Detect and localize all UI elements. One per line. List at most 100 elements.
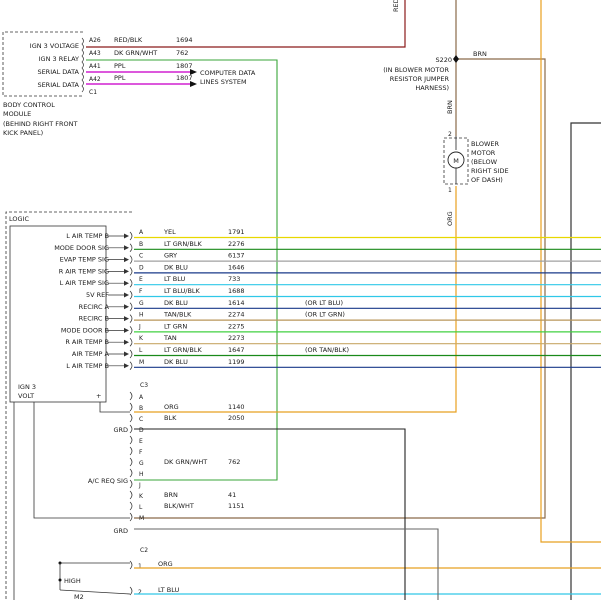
bcm-wire-color-a26: RED/BLK [114, 36, 143, 44]
wire-color-label: TAN/BLK [163, 311, 192, 319]
blower-label-1: BLOWER [471, 140, 499, 148]
computer-data-label-1: COMPUTER DATA [200, 69, 256, 77]
connector-pin: G [139, 300, 144, 307]
wire-circuit-label: 1647 [228, 346, 245, 354]
arrow-icon [124, 268, 129, 274]
arrow-icon [124, 292, 129, 298]
arrow-icon [124, 363, 129, 369]
wire-circuit-label: 2273 [228, 334, 245, 342]
logic-inner-box [9, 225, 107, 403]
bcm-outline [2, 31, 83, 97]
bcm-signal-serial-data-1: SERIAL DATA [37, 68, 79, 76]
signal-label: RECIRC A [79, 303, 110, 311]
computer-data-label-2: LINES SYSTEM [200, 78, 247, 86]
bcm-label-4: KICK PANEL) [3, 129, 43, 137]
bcm-wire-color-a42: PPL [114, 74, 126, 82]
ign3-feed-line [99, 402, 130, 413]
wire-circuit-label: 1140 [228, 403, 245, 411]
connector-c3-label: C3 [140, 382, 148, 389]
wire-color-label: LT BLU [164, 275, 186, 283]
blower-pin-top: 2 [448, 131, 452, 138]
connector-pin-shape [129, 314, 133, 323]
wire-circuit-label: 2275 [228, 322, 245, 330]
bcm-pin-a26: A26 [89, 37, 101, 44]
signal-label: MODE DOOR SIG [54, 244, 109, 252]
wire-circuit-label: 733 [228, 275, 240, 283]
bcm-label-3: (BEHIND RIGHT FRONT [3, 120, 77, 128]
blower-pin-bottom: 1 [448, 187, 452, 194]
blower-label-5: OF DASH) [471, 176, 503, 184]
connector-c2-label: C2 [140, 547, 148, 554]
connector-pin-shape [129, 512, 133, 522]
connector-pin-shape [129, 435, 133, 445]
connector-pin-shape [129, 255, 133, 264]
arrow-icon [124, 351, 129, 357]
bcm-wire-circuit-a42: 1807 [176, 74, 193, 82]
arrow-icon [124, 245, 129, 251]
bcm-pin-a43: A43 [89, 50, 101, 57]
connector-pin: B [139, 405, 143, 412]
connector-pin-shape [129, 290, 133, 300]
splice-note-1: (IN BLOWER MOTOR [383, 66, 449, 74]
connector-pin: J [138, 482, 141, 489]
connector-pin: F [139, 288, 143, 295]
connector-pin-shape [129, 501, 133, 511]
connector-pin: C [139, 416, 143, 423]
bcm-wire-circuit-a41: 1807 [176, 62, 193, 70]
bcm-pin-c1: C1 [89, 89, 97, 96]
wire-org-right [540, 0, 601, 543]
wire-color-label: ORG [164, 403, 179, 411]
wire-circuit-label: 2274 [228, 311, 245, 319]
connector-pin-shape [129, 402, 133, 412]
bcm-wire-circuit-a26: 1694 [176, 36, 193, 44]
connector-pin: 2 [138, 589, 142, 596]
arrow-icon [190, 69, 197, 75]
blower-label-4: RIGHT SIDE [471, 167, 509, 175]
wire-alt-color-label: (OR LT GRN) [305, 311, 345, 319]
bcm-label-2: MODULE [3, 110, 31, 118]
wire-color-label: LT BLU [158, 586, 180, 594]
wire-black-far-right [570, 122, 601, 600]
bcm-pin-a42: A42 [89, 76, 101, 83]
connector-pin: M [139, 359, 144, 366]
bcm-wire-circuit-a43: 762 [176, 49, 188, 57]
connector-pin: C [139, 253, 143, 260]
wire-circuit-label: 41 [228, 491, 236, 499]
wire-alt-color-label: (OR LT BLU) [305, 299, 343, 307]
wire-brn-41 [134, 58, 546, 519]
splice-icon [453, 55, 459, 63]
signal-label: RECIRC B [79, 315, 109, 323]
connector-pin-shape [129, 326, 133, 335]
connector-pin-shape [129, 586, 133, 596]
wire-color-label: GRY [164, 252, 177, 260]
connector-pin: H [139, 312, 144, 319]
connector-pin: E [139, 276, 143, 283]
wire-color-label: BLK/WHT [164, 502, 194, 510]
logic-outline [5, 211, 132, 600]
wire-blk-2050 [134, 428, 406, 600]
logic-gnd-1: GRD [113, 426, 128, 434]
connector-pin-shape [129, 468, 133, 478]
signal-label: 5V REF [86, 291, 109, 299]
wire-circuit-label: 1151 [228, 502, 245, 510]
wire-red-blk-1694 [86, 0, 406, 48]
switch-contact-icon [58, 578, 62, 582]
bcm-connector [81, 37, 84, 93]
bcm-signal-serial-data-2: SERIAL DATA [37, 81, 79, 89]
body-control-module: IGN 3 VOLTAGE IGN 3 RELAY SERIAL DATA SE… [2, 31, 101, 137]
connector-pin: E [139, 438, 143, 445]
wire-color-label: ORG [158, 560, 173, 568]
connector-pin-shape [129, 302, 133, 312]
connector-pin: A [139, 229, 144, 236]
wire-color-label: TAN [163, 334, 177, 342]
splice-note-3: HARNESS) [415, 84, 449, 92]
signal-label: R AIR TEMP B [65, 338, 109, 346]
wire-color-label: DK BLU [164, 358, 188, 366]
connector-pin-shape [129, 413, 133, 423]
arrow-icon [124, 233, 129, 239]
wire-color-label: LT GRN [164, 322, 187, 330]
signal-label: AIR TEMP A [72, 350, 110, 358]
